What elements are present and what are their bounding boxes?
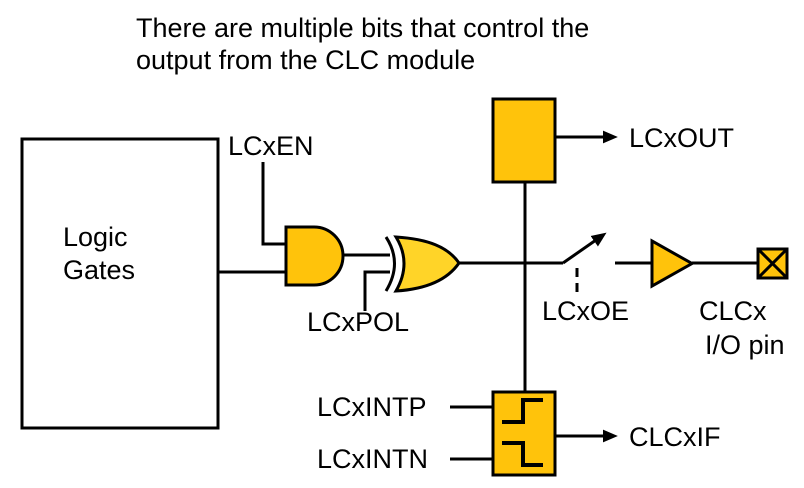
io-pin-cross bbox=[756, 247, 789, 280]
lcxintp-label: LCxINTP bbox=[317, 392, 427, 422]
xor-gate-icon bbox=[393, 235, 461, 293]
tristate-buffer-icon bbox=[650, 238, 696, 289]
io-pin-label-line2: I/O pin bbox=[705, 330, 785, 360]
logic-gates-box bbox=[20, 137, 220, 430]
clcxif-label: CLCxIF bbox=[629, 422, 721, 452]
lcxoe-label: LCxOE bbox=[542, 296, 629, 326]
lcxintn-label: LCxINTN bbox=[317, 444, 428, 474]
lcxen-wire bbox=[261, 162, 286, 246]
logic-gates-label-line1: Logic bbox=[63, 222, 128, 252]
io-pin-label-line1: CLCx bbox=[699, 296, 767, 326]
lcxen-label: LCxEN bbox=[228, 131, 314, 161]
lcxpol-label: LCxPOL bbox=[307, 307, 409, 337]
logic-gates-label-line2: Gates bbox=[63, 255, 135, 285]
output-register-block bbox=[491, 97, 557, 184]
lcxout-label: LCxOUT bbox=[629, 123, 734, 153]
diagram-title-line1: There are multiple bits that control the bbox=[136, 13, 589, 43]
and-gate-icon bbox=[284, 225, 345, 287]
output-enable-switch-icon bbox=[562, 232, 607, 265]
rising-edge-icon bbox=[502, 398, 543, 424]
falling-edge-icon bbox=[502, 441, 543, 467]
xor-gate-input-arc bbox=[384, 236, 396, 292]
diagram-title-line2: output from the CLC module bbox=[136, 45, 475, 75]
lcxpol-wire bbox=[363, 270, 390, 311]
